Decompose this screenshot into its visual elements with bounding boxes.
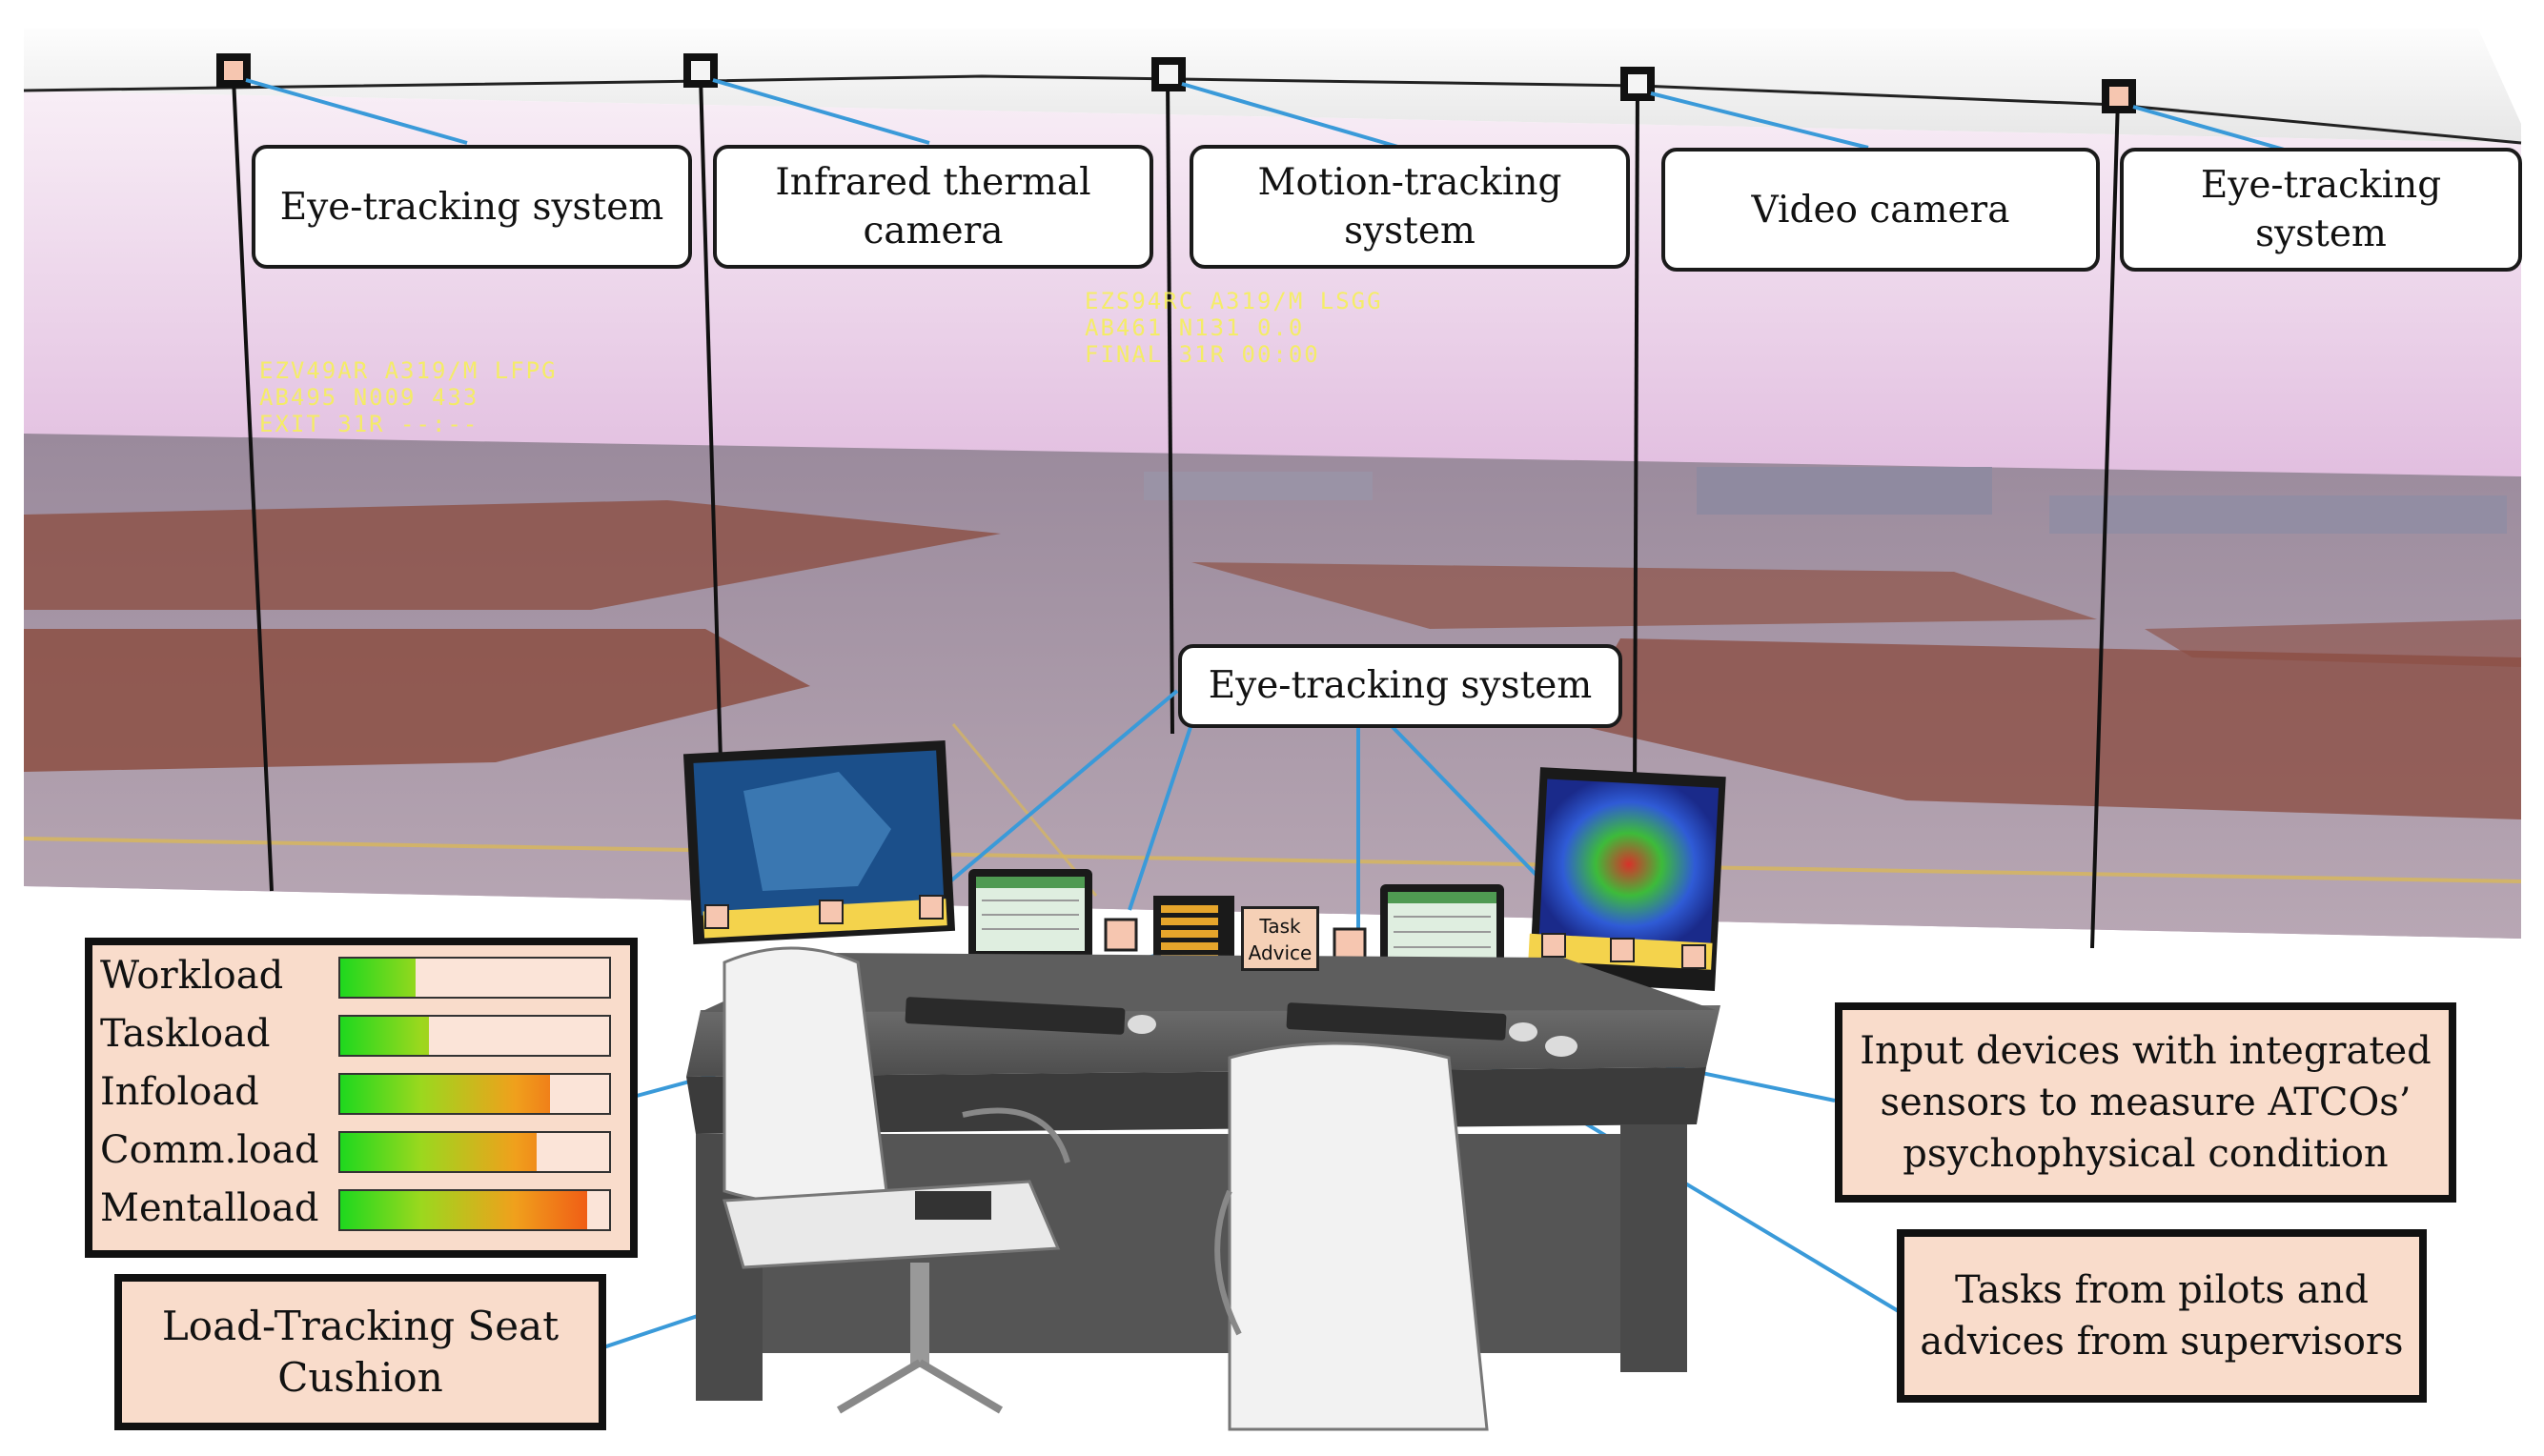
terminal-building xyxy=(1697,467,1992,515)
ceiling xyxy=(24,29,2521,143)
eye-sensor xyxy=(1104,918,1138,952)
box-input-devices: Input devices with integrated sensors to… xyxy=(1835,1002,2456,1203)
flight-tag: EZV49AR A319/M LFPG AB495 N009 433 EXIT … xyxy=(259,357,558,437)
monitor-icon xyxy=(1528,767,1726,1031)
mullion xyxy=(1166,73,1174,735)
grass-patch xyxy=(24,500,1001,610)
load-bar-fill xyxy=(340,1075,550,1113)
chair-icon xyxy=(722,946,1070,1414)
grass-patch xyxy=(1191,562,2097,629)
load-bar-track xyxy=(338,1189,611,1231)
camera-sensor-icon xyxy=(2102,79,2136,113)
callout-video-camera: Video camera xyxy=(1661,148,2100,272)
load-row: Workload xyxy=(100,951,634,1001)
eye-sensor xyxy=(1333,927,1367,961)
grass-patch xyxy=(1573,638,2521,819)
load-label: Mentalload xyxy=(100,1186,319,1230)
callout-eye-tracking-right: Eye-tracking system xyxy=(2120,148,2522,272)
box-tasks-advices: Tasks from pilots and advices from super… xyxy=(1897,1229,2427,1403)
mullion xyxy=(1633,83,1639,792)
chair-icon xyxy=(1214,1041,1489,1431)
pointer-line xyxy=(1650,91,1869,150)
box-seat-cushion: Load-Tracking Seat Cushion xyxy=(114,1274,606,1430)
camera-sensor-icon xyxy=(1151,57,1186,91)
load-bar-track xyxy=(338,1131,611,1173)
load-label: Comm.load xyxy=(100,1128,319,1172)
flight-tag: EZS94RC A319/M LSGG AB461 N131 0.0 FINAL… xyxy=(1085,288,1383,368)
tablet-display xyxy=(968,869,1092,960)
pointer-line xyxy=(1128,723,1193,911)
pointer-line xyxy=(2132,105,2289,152)
load-row: Taskload xyxy=(100,1009,634,1059)
keyboard-icon xyxy=(905,997,1126,1035)
task-advice-chip: Task Advice xyxy=(1241,906,1319,971)
callout-motion-tracking: Motion-tracking system xyxy=(1190,145,1630,269)
keyboard-icon xyxy=(1286,1002,1507,1041)
mouse-icon xyxy=(1545,1036,1577,1057)
load-row: Infoload xyxy=(100,1067,634,1117)
callout-eye-tracking-left: Eye-tracking system xyxy=(252,145,692,269)
load-row: Comm.load xyxy=(100,1125,634,1175)
mullion xyxy=(2090,98,2120,949)
load-label: Workload xyxy=(100,954,284,998)
grass-patch xyxy=(24,629,810,772)
camera-sensor-icon xyxy=(216,53,251,88)
load-label: Infoload xyxy=(100,1070,259,1114)
load-bar-fill xyxy=(340,1133,537,1171)
load-label: Taskload xyxy=(100,1012,271,1056)
pointer-line xyxy=(712,78,930,145)
monitor-icon xyxy=(682,739,956,945)
load-bar-track xyxy=(338,1015,611,1057)
load-bar-track xyxy=(338,957,611,999)
pointer-line xyxy=(1181,82,1402,150)
runway-line xyxy=(951,723,1098,897)
pointer-line xyxy=(937,689,1179,893)
mouse-icon xyxy=(1128,1015,1156,1034)
pointer-line xyxy=(245,78,468,145)
load-bar-track xyxy=(338,1073,611,1115)
load-bar-fill xyxy=(340,959,416,997)
terminal-building xyxy=(2049,495,2507,534)
runway-line xyxy=(23,837,2522,883)
grass-patch xyxy=(2145,619,2521,667)
camera-sensor-icon xyxy=(683,53,718,88)
ceiling-edge xyxy=(23,74,2522,145)
load-row: Mentalload xyxy=(100,1183,634,1233)
mullion xyxy=(232,77,274,892)
terminal-building xyxy=(1144,472,1373,500)
desk-leg xyxy=(1620,1124,1687,1372)
load-bar-fill xyxy=(340,1191,588,1229)
load-bar-fill xyxy=(340,1017,430,1055)
callout-eye-tracking-center: Eye-tracking system xyxy=(1178,644,1622,728)
camera-sensor-icon xyxy=(1620,67,1655,101)
desk-top xyxy=(701,953,1716,1012)
mouse-icon xyxy=(1509,1022,1537,1041)
callout-infrared-camera: Infrared thermal camera xyxy=(713,145,1153,269)
